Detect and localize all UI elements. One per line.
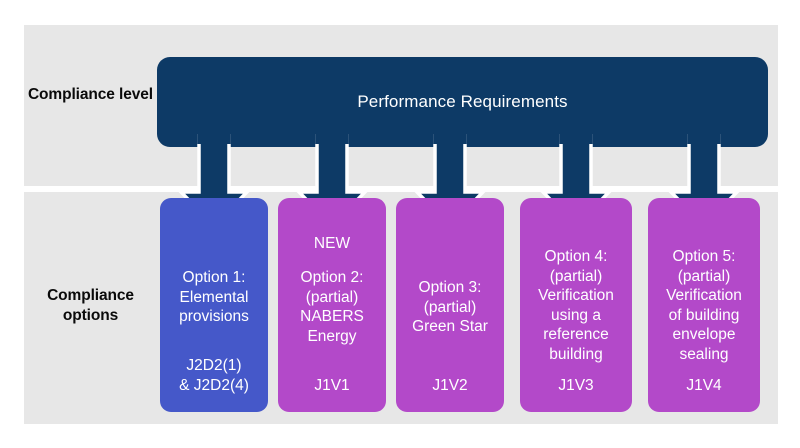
option-box-1[interactable]: Option 1: Elemental provisions J2D2(1) &… — [160, 198, 268, 412]
option-box-3[interactable]: Option 3: (partial) Green Star J1V2 — [396, 198, 504, 412]
performance-requirements-label: Performance Requirements — [357, 92, 568, 111]
option-box-2[interactable]: NEW Option 2: (partial) NABERS Energy J1… — [278, 198, 386, 412]
option-code-1: J2D2(1) & J2D2(4) — [179, 357, 249, 394]
option-code-2: J1V1 — [314, 376, 350, 394]
option-code-3: J1V2 — [432, 376, 468, 394]
option-code-5: J1V4 — [686, 376, 722, 394]
row-label-compliance-options: Compliance options — [47, 287, 134, 324]
option-box-5[interactable]: Option 5: (partial) Verification of buil… — [648, 198, 760, 412]
option-title-5: Option 5: (partial) Verification of buil… — [666, 248, 742, 363]
option-title-4: Option 4: (partial) Verification using a… — [538, 248, 614, 363]
option-title-2: Option 2: (partial) NABERS Energy — [300, 269, 364, 345]
performance-requirements-box: Performance Requirements — [157, 57, 768, 147]
option-code-4: J1V3 — [558, 376, 594, 394]
row-label-compliance-level: Compliance level — [27, 86, 154, 103]
option-title-1: Option 1: Elemental provisions — [179, 269, 249, 325]
option-title-3: Option 3: (partial) Green Star — [412, 279, 488, 335]
option-new-badge-2: NEW — [313, 235, 351, 252]
option-box-4[interactable]: Option 4: (partial) Verification using a… — [520, 198, 632, 412]
